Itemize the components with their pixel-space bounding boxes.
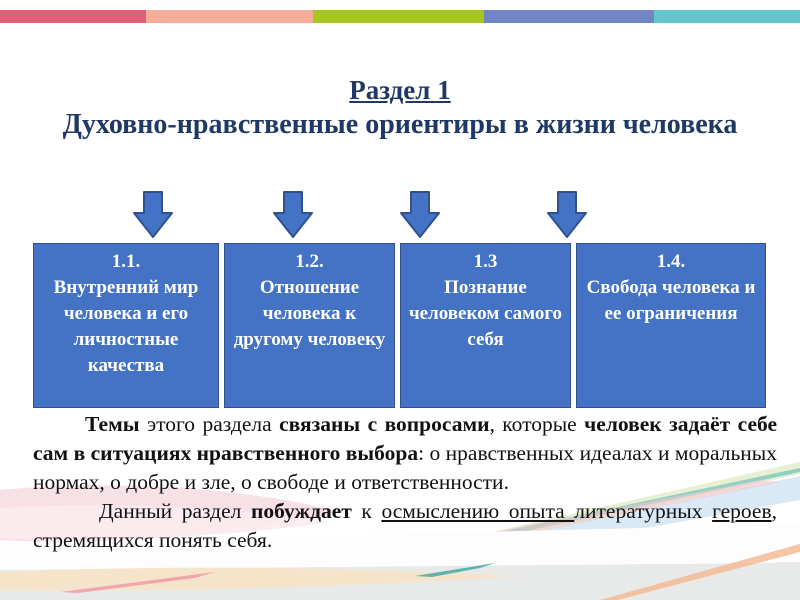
bottom-decoration: [0, 460, 800, 600]
stripe-segment-blue: [484, 10, 654, 23]
topic-box-number: 1.2.: [295, 251, 324, 272]
topic-box-1-4: 1.4. Свобода человека и ее ограничения: [576, 243, 766, 408]
section-subtitle: Духовно-нравственные ориентиры в жизни ч…: [62, 109, 738, 140]
topic-boxes-row: 1.1. Внутренний мир человека и его лично…: [33, 243, 766, 408]
stripe-segment-salmon: [146, 10, 313, 23]
stripe-segment-green: [313, 10, 484, 23]
topic-box-label: Отношение человека к другому человеку: [233, 277, 386, 351]
paragraph-section-purpose: Данный раздел побуждает к осмыслению опы…: [33, 499, 778, 552]
topic-box-1-1: 1.1. Внутренний мир человека и его лично…: [33, 243, 219, 408]
topic-box-number: 1.1.: [111, 251, 141, 272]
topic-box-number: 1.4.: [656, 251, 686, 272]
topic-box-1-2: 1.2. Отношение человека к другому челове…: [224, 243, 395, 408]
topic-box-label: Познание человеком самого себя: [408, 277, 563, 351]
swoosh-graphic: [0, 462, 800, 600]
topic-box-1-3: 1.3 Познание человеком самого себя: [400, 243, 571, 408]
header: Раздел 1 Духовно-нравственные ориентиры …: [0, 74, 800, 142]
stripe-segment-teal: [654, 10, 800, 23]
body-text: Темы этого раздела связаны с вопросами, …: [33, 410, 777, 555]
topic-box-number: 1.3: [473, 251, 498, 272]
down-arrow-icon: [546, 191, 588, 239]
down-arrow-icon: [132, 191, 174, 239]
stripe-segment-red: [0, 10, 146, 23]
topic-box-label: Внутренний мир человека и его личностные…: [53, 277, 199, 377]
top-accent-stripe: [0, 10, 800, 23]
down-arrow-icon: [272, 191, 314, 239]
section-title: Раздел 1: [349, 75, 451, 105]
paragraph-themes: Темы этого раздела связаны с вопросами, …: [33, 412, 777, 494]
down-arrow-icon: [399, 191, 441, 239]
topic-box-label: Свобода человека и ее ограничения: [586, 277, 756, 325]
